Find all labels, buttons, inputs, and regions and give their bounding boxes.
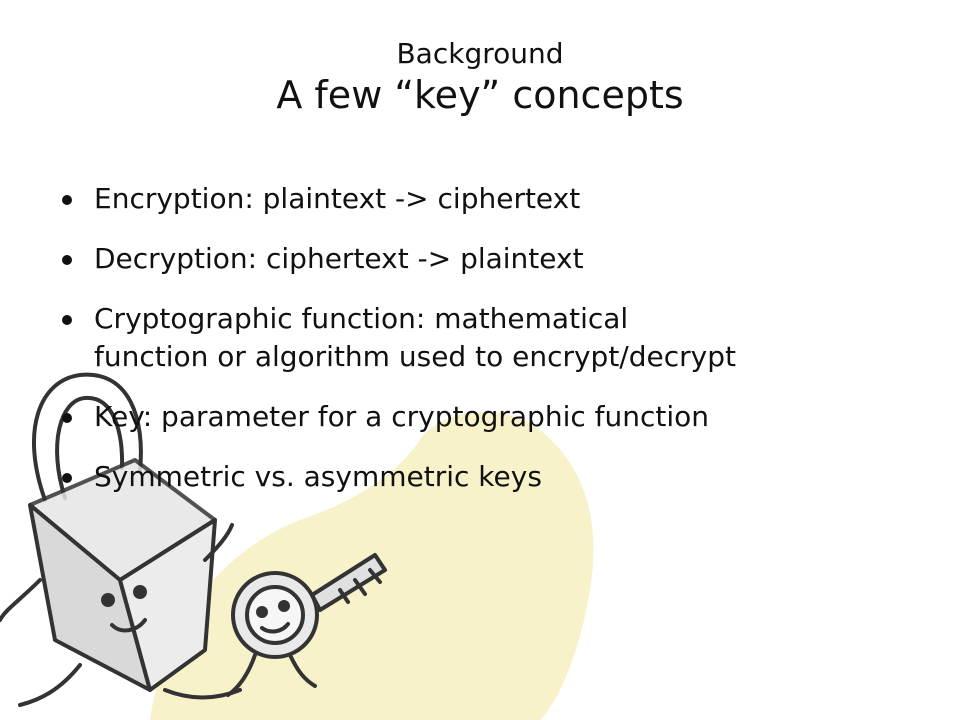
slide-heading: Background: [396, 37, 564, 70]
bullet-item: Symmetric vs. asymmetric keys: [62, 458, 932, 496]
bullet-dot-icon: [62, 413, 72, 423]
bullet-dot-icon: [62, 255, 72, 265]
bullet-dot-icon: [62, 195, 72, 205]
bullet-dot-icon: [62, 315, 72, 325]
bullet-item: Decryption: ciphertext -> plaintext: [62, 240, 932, 278]
bullet-text: Key: parameter for a cryptographic funct…: [94, 400, 710, 433]
bullet-text-line1: Cryptographic function: mathematical: [94, 302, 629, 335]
padlock-character-icon: [0, 372, 242, 707]
slide-title-block: Background A few “key” concepts: [0, 37, 960, 118]
bullet-text: Decryption: ciphertext -> plaintext: [94, 242, 584, 275]
bullet-item: Key: parameter for a cryptographic funct…: [62, 398, 932, 436]
bullet-text: Symmetric vs. asymmetric keys: [94, 460, 542, 493]
slide-title: A few “key” concepts: [276, 73, 684, 118]
bullet-dot-icon: [62, 473, 72, 483]
key-character-icon: [226, 553, 387, 697]
bullet-item: Encryption: plaintext -> ciphertext: [62, 180, 932, 218]
bullet-text-line2: function or algorithm used to encrypt/de…: [94, 340, 736, 373]
bullet-text: Encryption: plaintext -> ciphertext: [94, 182, 581, 215]
bullet-item: Cryptographic function: mathematical fun…: [62, 300, 932, 376]
bullet-list: Encryption: plaintext -> ciphertext Decr…: [62, 180, 932, 518]
